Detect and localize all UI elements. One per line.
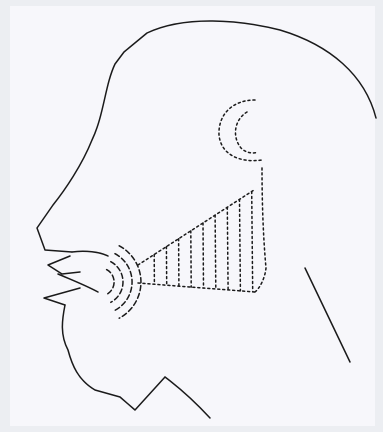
hatch-line bbox=[215, 215, 216, 289]
sound-cone-hatching bbox=[154, 192, 253, 292]
back-of-neck bbox=[305, 268, 350, 362]
chin-and-jaw bbox=[62, 305, 165, 410]
ear-outer bbox=[219, 100, 262, 161]
hatch-line bbox=[240, 199, 241, 291]
ear-inner bbox=[235, 112, 258, 153]
sound-arcs bbox=[107, 246, 141, 318]
lower-lip bbox=[44, 288, 80, 305]
hatch-line bbox=[203, 223, 204, 288]
sound-cone-upper-edge bbox=[138, 190, 254, 265]
hatch-line bbox=[227, 207, 228, 290]
jaw-contour bbox=[255, 168, 266, 292]
upper-lip bbox=[48, 256, 80, 274]
sound-arc bbox=[111, 262, 123, 303]
head-outline bbox=[37, 21, 376, 252]
hatch-line bbox=[252, 192, 253, 292]
nose-underside bbox=[72, 251, 108, 256]
sound-arc bbox=[107, 270, 115, 295]
throat-line bbox=[165, 377, 210, 418]
sound-cone-lower-edge bbox=[138, 283, 255, 292]
